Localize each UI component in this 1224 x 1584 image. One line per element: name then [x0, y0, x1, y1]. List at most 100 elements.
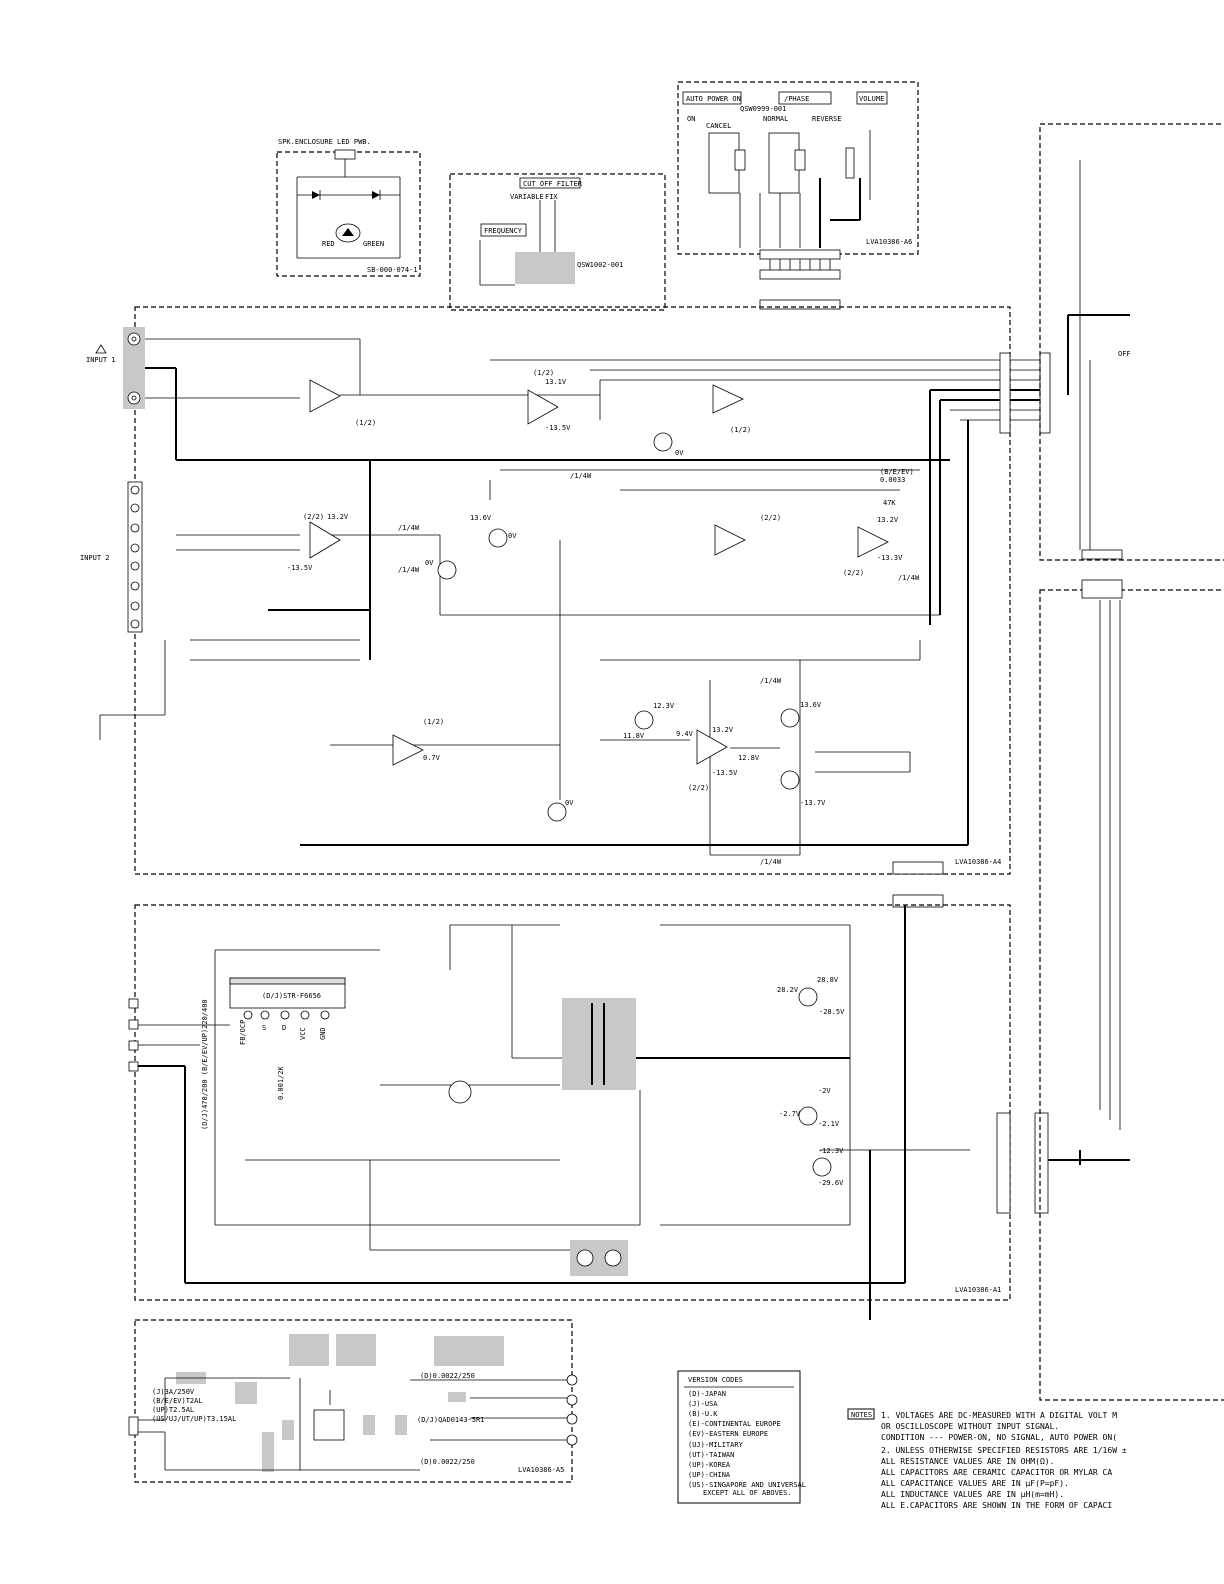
notes-block: NOTES 1. VOLTAGES ARE DC-MEASURED WITH A…: [847, 1408, 1127, 1510]
amp-opamps: [309, 379, 889, 766]
amp-board: LVA10386-A4: [134, 306, 1011, 875]
version-code-item: (J)-USA: [688, 1400, 718, 1408]
label-half-1a: (1/2): [355, 419, 376, 427]
ac-board: LVA10386-A5 (J)3A/250V (B/E/EV)T2AL (UP)…: [128, 1319, 578, 1483]
fix-label: FIX: [545, 193, 558, 201]
ic-pin-d: D: [282, 1024, 286, 1032]
label-m13-3v: -13.3V: [877, 554, 903, 562]
ic-pin-gnd: GND: [319, 1027, 327, 1040]
power-cap-note: (D/J)470/200 (B/E/EV/UP)220/400: [201, 999, 209, 1130]
version-code-item: (E)-CONTINENTAL EUROPE: [688, 1420, 781, 1428]
note-line: ALL CAPACITANCE VALUES ARE IN μF(P=pF).: [881, 1479, 1069, 1488]
label-0033: 0.0033: [880, 476, 905, 484]
label-m13-5v: -13.5V: [545, 424, 571, 432]
label-half-2d: (2/2): [688, 784, 709, 792]
power-board-part: LVA10386-A1: [955, 1286, 1001, 1294]
version-codes-title: VERSION CODES: [688, 1376, 743, 1384]
input2-label: INPUT 2: [80, 554, 110, 562]
control-connectors: [759, 249, 841, 310]
label-bev: (B/E/EV): [880, 468, 914, 476]
spk-board-part: SB-000-074-1: [367, 266, 418, 274]
cutoff-title: CUT OFF FILTER: [523, 180, 583, 188]
amp-wiring: [99, 338, 1010, 856]
spk-board-title: SPK.ENCLOSURE LED PWB.: [278, 138, 371, 146]
label-0v-d: 0V: [565, 799, 574, 807]
label-half-1d: (1/2): [423, 718, 444, 726]
input2-terminal: INPUT 2: [80, 481, 143, 633]
label-0v-a: 0V: [675, 449, 684, 457]
note-line: 2. UNLESS OTHERWISE SPECIFIED RESISTORS …: [881, 1446, 1127, 1455]
label-m29-6v: -29.6V: [818, 1179, 844, 1187]
amp-right-connectors: [892, 352, 1051, 908]
label-9-4v: 9.4V: [676, 730, 694, 738]
spk-enclosure-board: SPK.ENCLOSURE LED PWB. RED GREEN SB-000-…: [276, 138, 421, 277]
label-quarter-w-a: /1/4W: [898, 574, 920, 582]
ic-pin-vcc: VCC: [299, 1027, 307, 1040]
label-quarter-w-e: /1/4W: [760, 677, 782, 685]
label-half-2c: (2/2): [843, 569, 864, 577]
led-red-label: RED: [322, 240, 335, 248]
label-m2-1v: -2.1V: [818, 1120, 840, 1128]
label-0v-b: 0V: [508, 532, 517, 540]
label-28-8v: 28.8V: [817, 976, 839, 984]
control-board-part: LVA10386-A6: [866, 238, 912, 246]
note-line: ALL E.CAPACITORS ARE SHOWN IN THE FORM O…: [881, 1501, 1112, 1510]
label-half-2b: (2/2): [760, 514, 781, 522]
label-13-1v: 13.1V: [545, 378, 567, 386]
input1-jack: INPUT 1: [86, 327, 145, 409]
volume-label: VOLUME: [859, 95, 884, 103]
label-half-1b: (1/2): [533, 369, 554, 377]
version-code-item: (UT)-TAIWAN: [688, 1451, 734, 1459]
label-47k: 47K: [883, 499, 896, 507]
power-cap-001: 0.001/2K: [277, 1065, 285, 1100]
label-m28-5v: -28.5V: [819, 1008, 845, 1016]
notes-label: NOTES: [851, 1411, 872, 1419]
ac-cap-1: (D)0.0022/250: [420, 1372, 475, 1380]
cancel-label: CANCEL: [706, 122, 731, 130]
version-code-item: (B)-U.K: [688, 1410, 718, 1418]
control-board: AUTO POWER ON /PHASE VOLUME QSW0999-001 …: [677, 81, 919, 255]
label-half-1c: (1/2): [730, 426, 751, 434]
frequency-label: FREQUENCY: [484, 227, 523, 235]
label-m12-3v: -12.3V: [818, 1147, 844, 1155]
label-13-2v-b: 13.2V: [877, 516, 899, 524]
fuse-line-3: (UP)T2.5AL: [152, 1406, 194, 1414]
ac-cap-2: (D)0.0022/250: [420, 1458, 475, 1466]
off-label: OFF: [1118, 350, 1131, 358]
reverse-label: REVERSE: [812, 115, 842, 123]
amp-transistors: [437, 432, 800, 822]
label-quarter-w-d: /1/4W: [570, 472, 592, 480]
power-board: LVA10386-A1 (D/J)STR-F6656 FB/OCP S D VC…: [128, 904, 1049, 1320]
input1-label: INPUT 1: [86, 356, 116, 364]
variable-label: VARIABLE: [510, 193, 544, 201]
label-quarter-w-f: /1/4W: [760, 858, 782, 866]
label-m13-7v: -13.7V: [800, 799, 826, 807]
label-m13-5v-b: -13.5V: [287, 564, 313, 572]
label-13-2v-c: 13.2V: [712, 726, 734, 734]
label-28-2v: 28.2V: [777, 986, 799, 994]
label-13-2v-a: 13.2V: [327, 513, 349, 521]
auto-power-label: AUTO POWER ON: [686, 95, 741, 103]
label-quarter-w-c: /1/4W: [398, 566, 420, 574]
version-code-item: (US)-SINGAPORE AND UNIVERSAL: [688, 1481, 806, 1489]
version-code-item: EXCEPT ALL OF ABOVES.: [703, 1489, 792, 1497]
label-12-8v: 12.8V: [738, 754, 760, 762]
label-m2-7v: -2.7V: [779, 1110, 801, 1118]
on-label: ON: [687, 115, 695, 123]
ic-pin-fb-ocp: FB/OCP: [239, 1020, 247, 1045]
label-0v-c: 0V: [425, 559, 434, 567]
led-green-label: GREEN: [363, 240, 384, 248]
note-line: ALL INDUCTANCE VALUES ARE IN μH(m=mH).: [881, 1490, 1064, 1499]
version-code-item: (UP)-CHINA: [688, 1471, 731, 1479]
ic-pin-s: S: [262, 1024, 266, 1032]
label-12-3v: 12.3V: [653, 702, 675, 710]
label-11-8v: 11.8V: [623, 732, 645, 740]
version-code-item: (UP)-KOREA: [688, 1461, 731, 1469]
label-m2v: -2V: [818, 1087, 831, 1095]
note-line: 1. VOLTAGES ARE DC-MEASURED WITH A DIGIT…: [881, 1411, 1117, 1420]
power-ic-label: (D/J)STR-F6656: [262, 992, 321, 1000]
note-line: ALL RESISTANCE VALUES ARE IN OHM(Ω).: [881, 1457, 1054, 1466]
label-13-6v-a: 13.6V: [470, 514, 492, 522]
